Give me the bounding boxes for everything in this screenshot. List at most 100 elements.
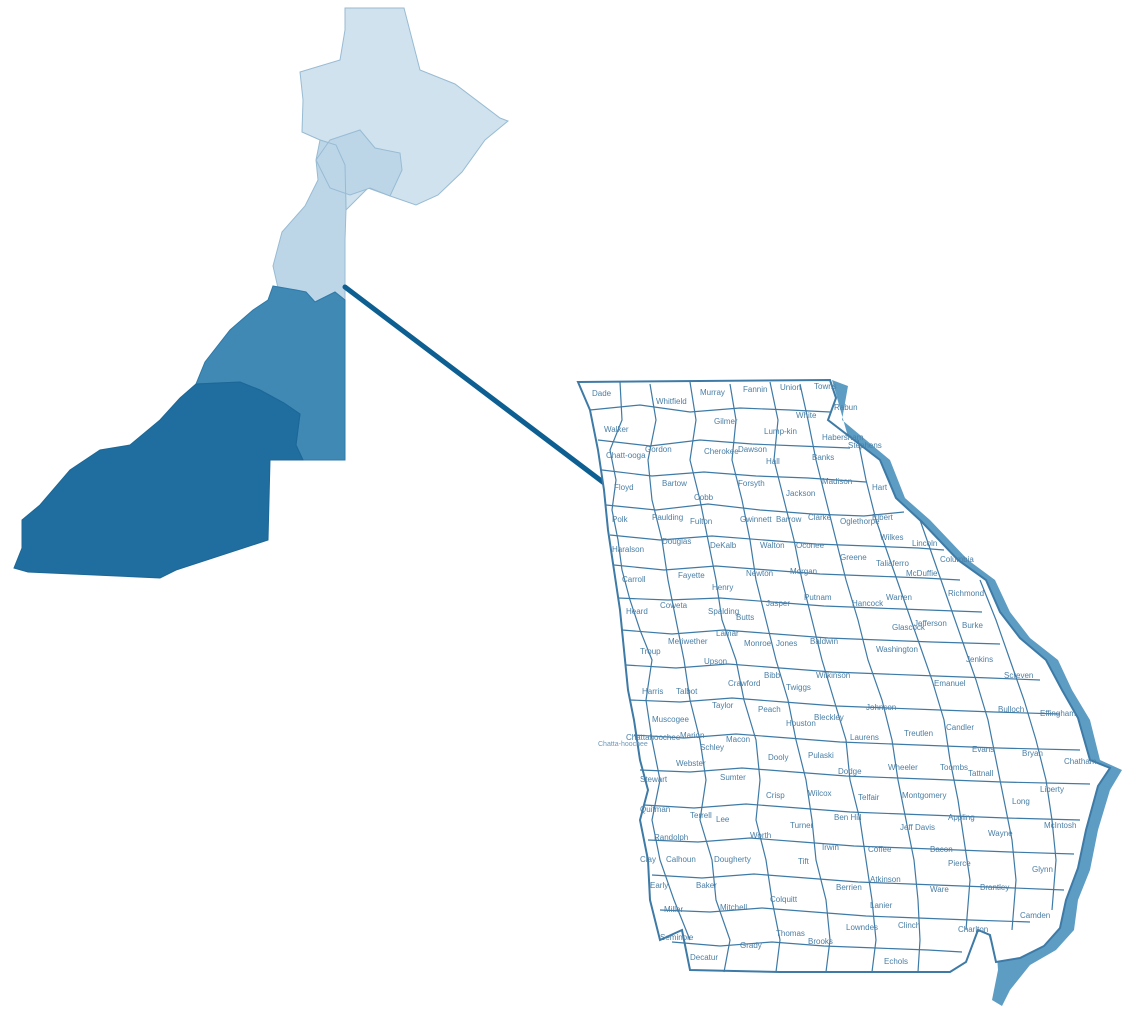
county-label: Burke bbox=[962, 621, 983, 630]
county-label: Stewart bbox=[640, 775, 668, 784]
offshore-label: Chatta-hoochee bbox=[598, 741, 648, 748]
county-label: Chatt-ooga bbox=[606, 451, 646, 460]
county-label: Clinch bbox=[898, 921, 920, 930]
county-label: Colquitt bbox=[770, 895, 798, 904]
county-label: Gordon bbox=[645, 445, 672, 454]
county-label: Upson bbox=[704, 657, 727, 666]
county-label: Taliaferro bbox=[876, 559, 909, 568]
county-label: Taylor bbox=[712, 701, 734, 710]
county-label: Fulton bbox=[690, 517, 712, 526]
county-label: Atkinson bbox=[870, 875, 901, 884]
county-label: Bulloch bbox=[998, 705, 1024, 714]
county-label: Wheeler bbox=[888, 763, 918, 772]
county-label: Washington bbox=[876, 645, 918, 654]
county-label: Madison bbox=[822, 477, 852, 486]
county-label: Ware bbox=[930, 885, 949, 894]
inset-region-map bbox=[13, 7, 509, 579]
county-label: Murray bbox=[700, 388, 725, 397]
county-label: Gilmer bbox=[714, 417, 738, 426]
county-label: Lump-kin bbox=[764, 427, 797, 436]
county-label: Warren bbox=[886, 593, 912, 602]
county-label: Glynn bbox=[1032, 865, 1053, 874]
county-label: Cobb bbox=[694, 493, 714, 502]
inset-region-southwest[interactable] bbox=[13, 381, 304, 579]
county-label: Talbot bbox=[676, 687, 698, 696]
county-label: Haralson bbox=[612, 545, 644, 554]
county-label: Jones bbox=[776, 639, 797, 648]
county-label: Randolph bbox=[654, 833, 688, 842]
county-label: Early bbox=[650, 881, 668, 890]
county-label: Wilkinson bbox=[816, 671, 850, 680]
county-label: Dougherty bbox=[714, 855, 751, 864]
county-label: Floyd bbox=[614, 483, 634, 492]
county-label: Habersham bbox=[822, 433, 864, 442]
county-label: Bartow bbox=[662, 479, 687, 488]
county-label: Decatur bbox=[690, 953, 718, 962]
county-label: Morgan bbox=[790, 567, 817, 576]
county-label: Seminole bbox=[660, 933, 694, 942]
county-label: Pulaski bbox=[808, 751, 834, 760]
county-label: Crisp bbox=[766, 791, 785, 800]
county-label: Paulding bbox=[652, 513, 683, 522]
county-label: Butts bbox=[736, 613, 754, 622]
inset-region-middle[interactable] bbox=[272, 129, 403, 303]
state-outline[interactable] bbox=[576, 378, 1112, 973]
county-label: Chatham bbox=[1064, 757, 1097, 766]
county-label: Lincoln bbox=[912, 539, 937, 548]
county-label: Brooks bbox=[808, 937, 833, 946]
county-label: Long bbox=[1012, 797, 1030, 806]
county-label: Muscogee bbox=[652, 715, 689, 724]
county-label: Cherokee bbox=[704, 447, 739, 456]
county-label: Thomas bbox=[776, 929, 805, 938]
county-label: Camden bbox=[1020, 911, 1050, 920]
county-label: Monroe bbox=[744, 639, 772, 648]
county-label: Carroll bbox=[622, 575, 646, 584]
county-label: Dawson bbox=[738, 445, 767, 454]
county-label: Quitman bbox=[640, 805, 670, 814]
county-label: Henry bbox=[712, 583, 733, 592]
county-label: Miller bbox=[664, 905, 683, 914]
county-label: Wayne bbox=[988, 829, 1013, 838]
county-label: Jenkins bbox=[966, 655, 993, 664]
county-label: Coweta bbox=[660, 601, 688, 610]
county-label: Effingham bbox=[1040, 709, 1076, 718]
county-label: Bleckley bbox=[814, 713, 844, 722]
county-label: Sumter bbox=[720, 773, 746, 782]
county-label: Banks bbox=[812, 453, 834, 462]
county-label: Tift bbox=[798, 857, 810, 866]
county-label: Jefferson bbox=[914, 619, 947, 628]
county-label: Newton bbox=[746, 569, 773, 578]
county-label: Dodge bbox=[838, 767, 862, 776]
county-label: Clay bbox=[640, 855, 656, 864]
county-label: Charlton bbox=[958, 925, 988, 934]
county-label: Telfair bbox=[858, 793, 880, 802]
county-label: Crawford bbox=[728, 679, 760, 688]
county-label: Emanuel bbox=[934, 679, 966, 688]
county-label: Richmond bbox=[948, 589, 984, 598]
county-label: Mitchell bbox=[720, 903, 747, 912]
county-label: Montgomery bbox=[902, 791, 946, 800]
county-label: McDuffie bbox=[906, 569, 938, 578]
county-label: Lamar bbox=[716, 629, 739, 638]
county-label: Tattnall bbox=[968, 769, 994, 778]
county-label: Laurens bbox=[850, 733, 879, 742]
county-label: Twiggs bbox=[786, 683, 811, 692]
county-label: Oglethorpe bbox=[840, 517, 880, 526]
county-label: Putnam bbox=[804, 593, 832, 602]
county-label: Liberty bbox=[1040, 785, 1064, 794]
county-label: Forsyth bbox=[738, 479, 765, 488]
county-label: Johnson bbox=[866, 703, 896, 712]
county-label: Jackson bbox=[786, 489, 815, 498]
county-label: Chattahoochee bbox=[626, 733, 681, 742]
county-label: Worth bbox=[750, 831, 771, 840]
county-label: Oconee bbox=[796, 541, 825, 550]
county-label: Bryan bbox=[1022, 749, 1043, 758]
county-label: Gwinnett bbox=[740, 515, 772, 524]
county-label: Evans bbox=[972, 745, 994, 754]
county-label: Wilcox bbox=[808, 789, 832, 798]
county-label: Dade bbox=[592, 389, 612, 398]
county-label: Columbia bbox=[940, 555, 974, 564]
county-label: Union bbox=[780, 383, 801, 392]
county-label: Macon bbox=[726, 735, 750, 744]
